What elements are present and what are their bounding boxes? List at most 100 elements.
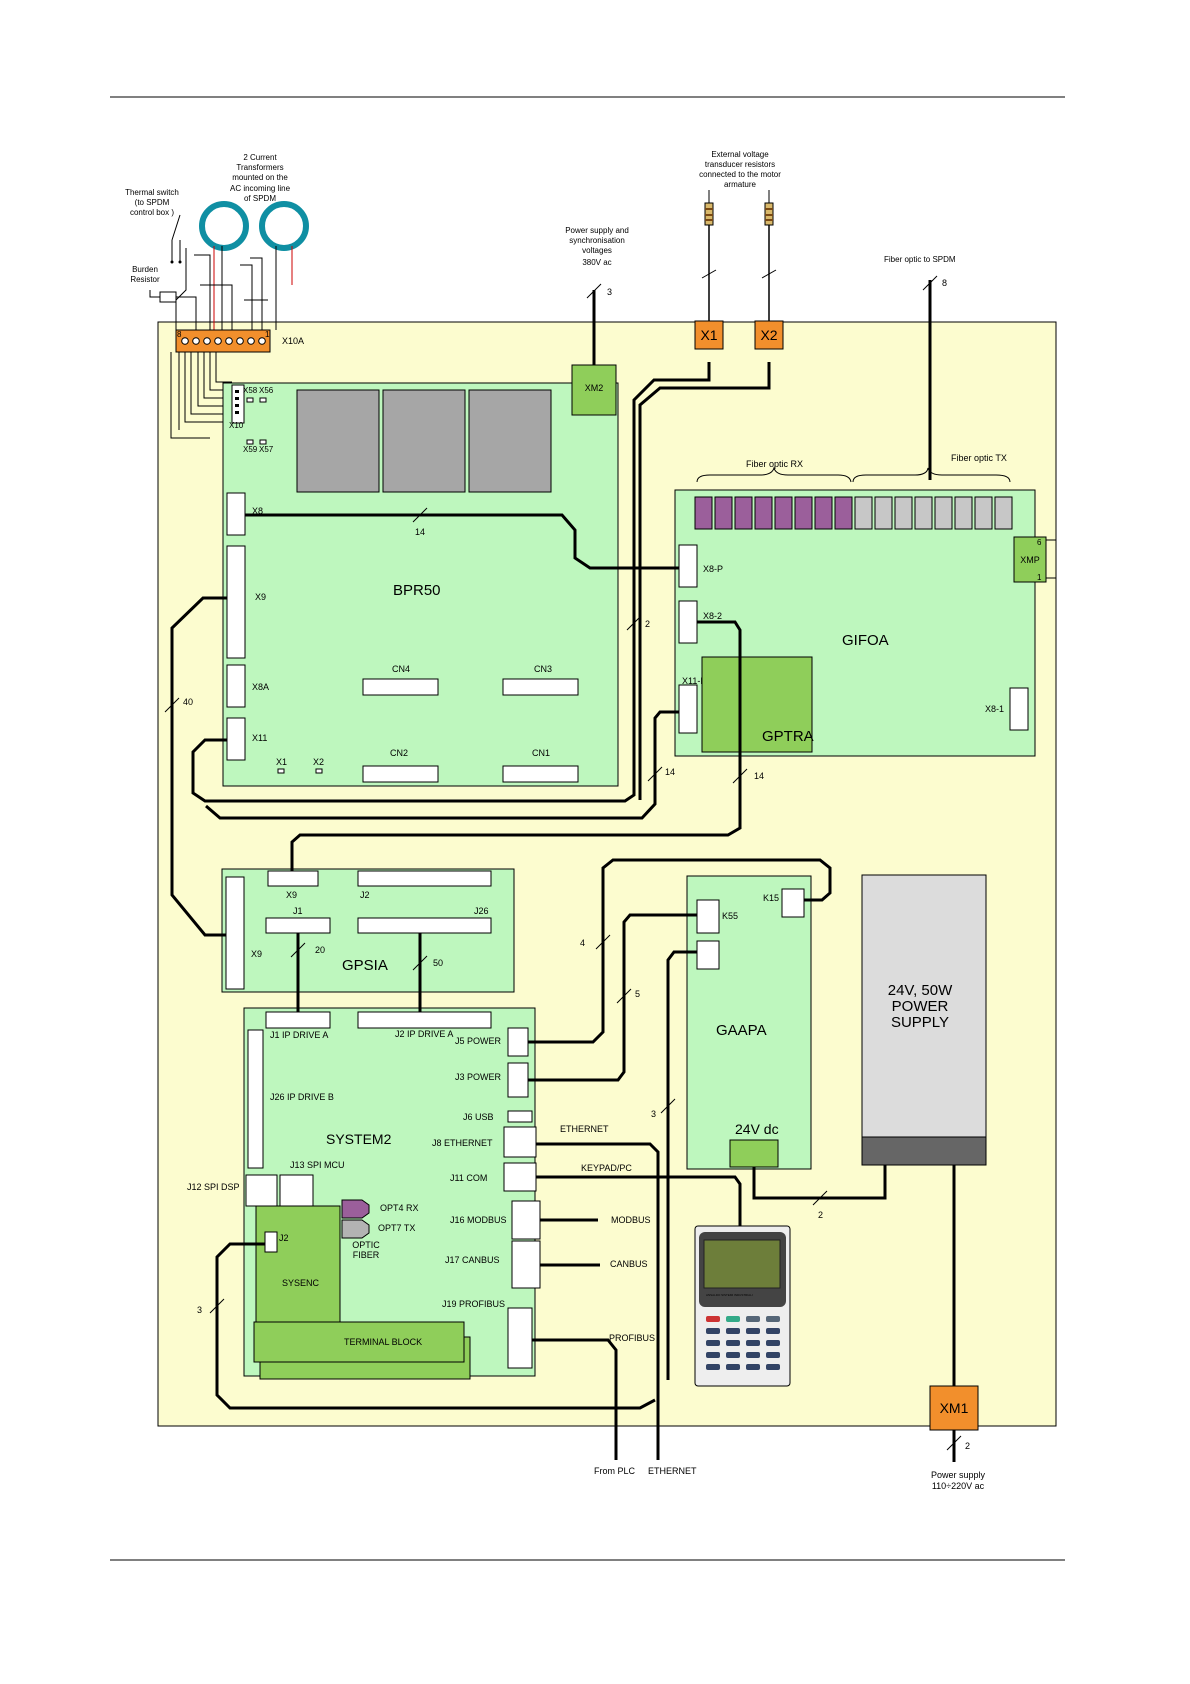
x82-connector <box>678 600 698 644</box>
gaapa-link-count: 3 <box>651 1109 656 1119</box>
cn3-connector <box>502 678 579 696</box>
fiber-rx-brace <box>696 466 852 483</box>
j6-usb-connector <box>507 1110 533 1123</box>
gpsia-j1-label: J1 <box>293 906 303 916</box>
svg-text:Resistor: Resistor <box>130 275 160 284</box>
x81-label: X8-1 <box>985 704 1004 714</box>
cn4-connector <box>362 678 439 696</box>
bpr50-power-module-1 <box>296 389 380 493</box>
fiber-to-spdm-note: Fiber optic to SPDM <box>884 255 956 264</box>
cn1-connector <box>502 765 579 783</box>
gpsia-j2-label: J2 <box>360 890 370 900</box>
cn4-label: CN4 <box>392 664 410 674</box>
j1-link-count: 20 <box>315 945 325 955</box>
x56-label: X56 <box>259 386 274 395</box>
system2-j1-label: J1 IP DRIVE A <box>270 1030 328 1040</box>
svg-text:synchronisation: synchronisation <box>569 236 625 245</box>
svg-text:2 Current: 2 Current <box>243 153 277 162</box>
gpsia-x9-top-connector <box>267 870 319 887</box>
xmp-pin-top: 6 <box>1037 538 1042 547</box>
canbus-label: CANBUS <box>610 1259 648 1269</box>
keypad-keys <box>706 1316 780 1370</box>
thermal-switch-note: Thermal switch (to SPDM control box ) <box>125 188 179 217</box>
gpsia-j1-connector <box>265 917 331 934</box>
fiber-tx-connectors <box>854 496 1013 530</box>
bpr50-title: BPR50 <box>393 582 441 599</box>
ethernet-bottom-label: ETHERNET <box>648 1466 697 1476</box>
fiber-spdm-count: 8 <box>942 278 947 288</box>
fiber-rx-connectors <box>694 496 853 530</box>
x11-link-count: 14 <box>665 767 675 777</box>
j8-ethernet-connector <box>503 1126 537 1158</box>
bpr50-x8a-label: X8A <box>252 682 269 692</box>
ethernet-label: ETHERNET <box>560 1124 609 1134</box>
cn2-label: CN2 <box>390 748 408 758</box>
bpr50-power-module-2 <box>382 389 466 493</box>
bpr50-x8-connector <box>226 492 246 536</box>
x10a-terminal-block <box>175 329 271 353</box>
gaapa-aux-connector <box>696 940 720 970</box>
svg-text:(to SPDM: (to SPDM <box>135 198 170 207</box>
svg-text:Burden: Burden <box>132 265 158 274</box>
x8p-label: X8-P <box>703 564 723 574</box>
j3-power-connector <box>507 1062 529 1098</box>
j12-spi-dsp-connector <box>245 1174 278 1207</box>
j6-usb-label: J6 USB <box>463 1112 494 1122</box>
j13-spi-mcu-connector <box>279 1174 314 1207</box>
x11p-label: X11-P <box>682 676 706 686</box>
sysenc-link-count: 3 <box>197 1305 202 1315</box>
x57-label: X57 <box>259 445 274 454</box>
k55-connector <box>696 899 720 934</box>
gaapa-24vdc-label: 24V dc <box>735 1121 779 1137</box>
svg-text:380V ac: 380V ac <box>582 258 611 267</box>
x8p-connector <box>678 544 698 588</box>
x10-label: X10 <box>229 421 244 430</box>
k15-label: K15 <box>763 893 779 903</box>
x1-terminal <box>694 320 724 350</box>
x10a-screw-terminals <box>181 337 266 345</box>
fiber-tx-brace <box>852 467 1011 483</box>
system2-j26-label: J26 IP DRIVE B <box>270 1092 334 1102</box>
svg-text:armature: armature <box>724 180 757 189</box>
j19-profibus-label: J19 PROFIBUS <box>442 1299 505 1309</box>
j19-profibus-connector <box>507 1307 533 1369</box>
current-transformers-note: 2 Current Transformers mounted on the AC… <box>230 153 291 203</box>
j17-canbus-connector <box>511 1240 541 1289</box>
svg-text:control box ): control box ) <box>130 208 174 217</box>
system2-j2-label: J2 IP DRIVE A <box>395 1029 453 1039</box>
x10a-pin-8: 8 <box>177 330 182 339</box>
svg-text:Transformers: Transformers <box>236 163 283 172</box>
x59-label: X59 <box>243 445 258 454</box>
burden-resistor-icon <box>159 291 177 303</box>
j8-ethernet-label: J8 ETHERNET <box>432 1138 493 1148</box>
x10a-label: X10A <box>282 336 304 346</box>
gpsia-x9-left-connector <box>225 876 245 990</box>
xmp-connector <box>1013 536 1047 583</box>
j3-power-label: J3 POWER <box>455 1072 502 1082</box>
x1-label: X1 <box>700 327 717 343</box>
cn3-label: CN3 <box>534 664 552 674</box>
psu-label-3: SUPPLY <box>891 1014 949 1031</box>
psu-link-count: 2 <box>818 1210 823 1220</box>
wire-count-ticks <box>164 269 962 1451</box>
xmp-pin-bottom: 1 <box>1037 573 1042 582</box>
bpr50-x2-label: X2 <box>313 757 324 767</box>
xmp-label: XMP <box>1020 555 1040 565</box>
sysenc-title: SYSENC <box>282 1278 320 1288</box>
psu-terminal-strip <box>861 1136 987 1166</box>
x81-connector <box>1009 687 1029 731</box>
bpr50-power-module-3 <box>468 389 552 493</box>
j2-link-count: 50 <box>433 958 443 968</box>
gpsia-j26-label: J26 <box>474 906 489 916</box>
k55-label: K55 <box>722 911 738 921</box>
psu-label-1: 24V, 50W <box>888 982 953 999</box>
x2-terminal <box>754 320 784 350</box>
power-sync-count: 3 <box>607 287 612 297</box>
current-transformer-2-icon <box>259 201 309 251</box>
x8-count: 14 <box>415 527 425 537</box>
k15-connector <box>781 888 805 918</box>
svg-text:Thermal switch: Thermal switch <box>125 188 179 197</box>
gpsia-x9-top-label: X9 <box>286 890 297 900</box>
gpsia-j26-connector <box>357 917 492 934</box>
gptra-board <box>701 656 813 753</box>
